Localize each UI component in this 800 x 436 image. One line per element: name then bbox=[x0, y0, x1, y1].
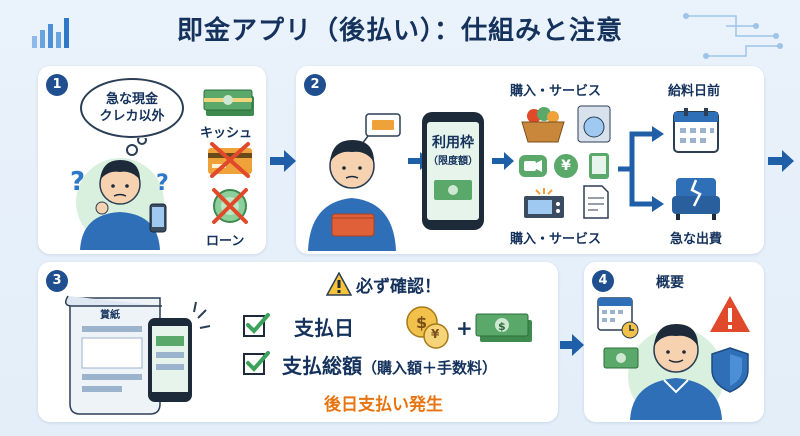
summary-illustration bbox=[597, 296, 750, 420]
paper-and-phone-icon bbox=[65, 295, 211, 415]
step-number-2: 2 bbox=[304, 74, 326, 96]
smartphone-icon bbox=[422, 112, 484, 230]
branch-arrow-icon bbox=[618, 126, 664, 212]
panel-step-3: 3 賞紙 必ず確認！ 支払日 $ ¥ + $ bbox=[38, 262, 558, 422]
cashless-label: キッシュ bbox=[200, 126, 253, 141]
washing-machine-icon bbox=[577, 105, 611, 143]
broken-sofa-icon bbox=[672, 178, 720, 220]
cash-stack-icon: $ bbox=[475, 313, 532, 342]
purchase-label-top: 購入・サービス bbox=[510, 84, 602, 99]
emergency-label: 急な出費 bbox=[670, 232, 723, 247]
phone-label-line2: （限度額） bbox=[428, 156, 478, 167]
checkbox-checked-icon bbox=[243, 351, 270, 375]
payday-label: 給料日前 bbox=[668, 84, 721, 99]
thought-bubble: 急な現金 クレカ以外 bbox=[80, 78, 184, 138]
camera-icon bbox=[519, 155, 547, 177]
shopping-basket-icon bbox=[521, 107, 565, 143]
coins-icon: $ bbox=[406, 306, 449, 349]
check-total-sub: （購入額＋手数料） bbox=[362, 359, 498, 377]
yen-coin-icon: ¥ bbox=[554, 154, 578, 178]
circuit-decoration-icon bbox=[683, 13, 783, 59]
paper-label: 賞紙 bbox=[100, 310, 120, 321]
calendar-icon bbox=[673, 108, 719, 153]
plus-sign: + bbox=[456, 316, 473, 340]
panel-step-2: 2 利用枠 （限度額） 購入・サービス ¥ bbox=[296, 66, 764, 254]
coin-yen-symbol: ¥ bbox=[431, 327, 440, 341]
warning-title: 必ず確認！ bbox=[356, 277, 441, 297]
svg-text:$: $ bbox=[416, 313, 427, 332]
check-total-main: 支払総額 bbox=[282, 354, 362, 378]
step-number-3: 3 bbox=[46, 270, 68, 292]
svg-text:?: ? bbox=[70, 167, 85, 197]
panel-step-1: 1 急な現金 クレカ以外 ? ? キッシュ ローン bbox=[38, 66, 266, 254]
arrow-right-icon bbox=[560, 334, 584, 356]
svg-text:?: ? bbox=[156, 171, 169, 196]
summary-label: 概要 bbox=[656, 275, 684, 291]
step-number-1: 1 bbox=[46, 74, 68, 96]
check-payment-date: 支払日 bbox=[294, 316, 354, 340]
panel-step-4: 4 概要 bbox=[584, 262, 764, 422]
tablet-icon bbox=[589, 153, 609, 179]
deferred-payment-text: 後日支払い発生 bbox=[324, 395, 443, 415]
microwave-icon bbox=[524, 188, 564, 218]
bubble-line-1: 急な現金 bbox=[105, 92, 158, 107]
bubble-line-2: クレカ以外 bbox=[99, 109, 165, 124]
svg-text:$: $ bbox=[498, 320, 506, 333]
cash-stack-icon bbox=[203, 89, 254, 116]
page-title: 即金アプリ（後払い）：仕組みと注意 bbox=[176, 16, 623, 46]
document-icon bbox=[583, 185, 609, 219]
worried-person-icon: ? ? bbox=[70, 138, 169, 250]
arrow-right-icon bbox=[768, 150, 794, 172]
step-number-4: 4 bbox=[592, 270, 614, 292]
purchase-label-bottom: 購入・サービス bbox=[510, 232, 602, 247]
loan-label: ローン bbox=[206, 234, 245, 249]
crossed-card-icon bbox=[208, 142, 252, 178]
arrow-right-icon bbox=[270, 150, 296, 172]
phone-label-line1: 利用枠 bbox=[432, 135, 474, 151]
arrow-right-icon bbox=[492, 152, 514, 170]
crossed-coin-icon bbox=[212, 188, 248, 224]
warning-icon bbox=[326, 272, 352, 296]
bar-chart-icon bbox=[32, 18, 69, 48]
person-with-wallet-icon bbox=[308, 113, 401, 251]
checkbox-checked-icon bbox=[243, 313, 270, 337]
check-total-amount: 支払総額（購入額＋手数料） bbox=[282, 350, 497, 379]
